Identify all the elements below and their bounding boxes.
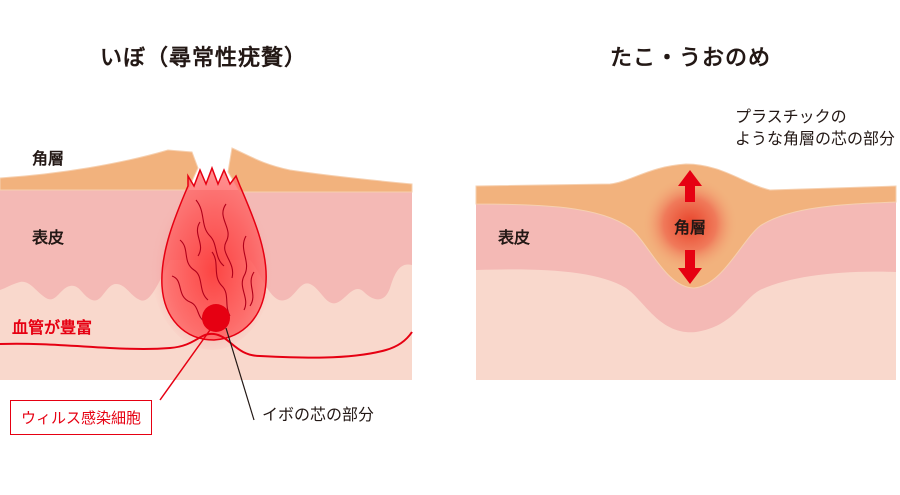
wart-blood-vessel [0,331,413,359]
pressure-arrows [678,170,702,284]
wart-label-epidermis: 表皮 [32,228,65,247]
wart-label-stratum-corneum: 角層 [32,149,65,168]
corn-note-line1: プラスチックの [735,107,847,126]
corn-core-label: 角層 [673,218,706,237]
wart-stratum-corneum-left [0,149,199,191]
wart-title: いぼ（尋常性疣贅） [100,46,308,71]
wart-body [161,165,267,341]
corn-note-line2: ような角層の芯の部分 [735,129,896,148]
virus-cell-callout: ウィルス感染細胞 [10,400,153,435]
corn-title: たこ・うおのめ [610,46,772,71]
corn-core-glow [642,176,738,272]
core-callout-line [225,327,255,421]
wart-core-label: イボの芯の部分 [262,405,375,424]
wart-label-blood-vessels: 血管が豊富 [12,318,93,337]
down-arrow-icon [678,250,702,284]
up-arrow-icon [678,170,702,202]
virus-callout-line [159,329,211,401]
wart-stratum-corneum-right [227,147,413,193]
corn-label-epidermis: 表皮 [498,228,531,247]
virus-cell [202,304,230,332]
wart-vessels [171,199,255,323]
